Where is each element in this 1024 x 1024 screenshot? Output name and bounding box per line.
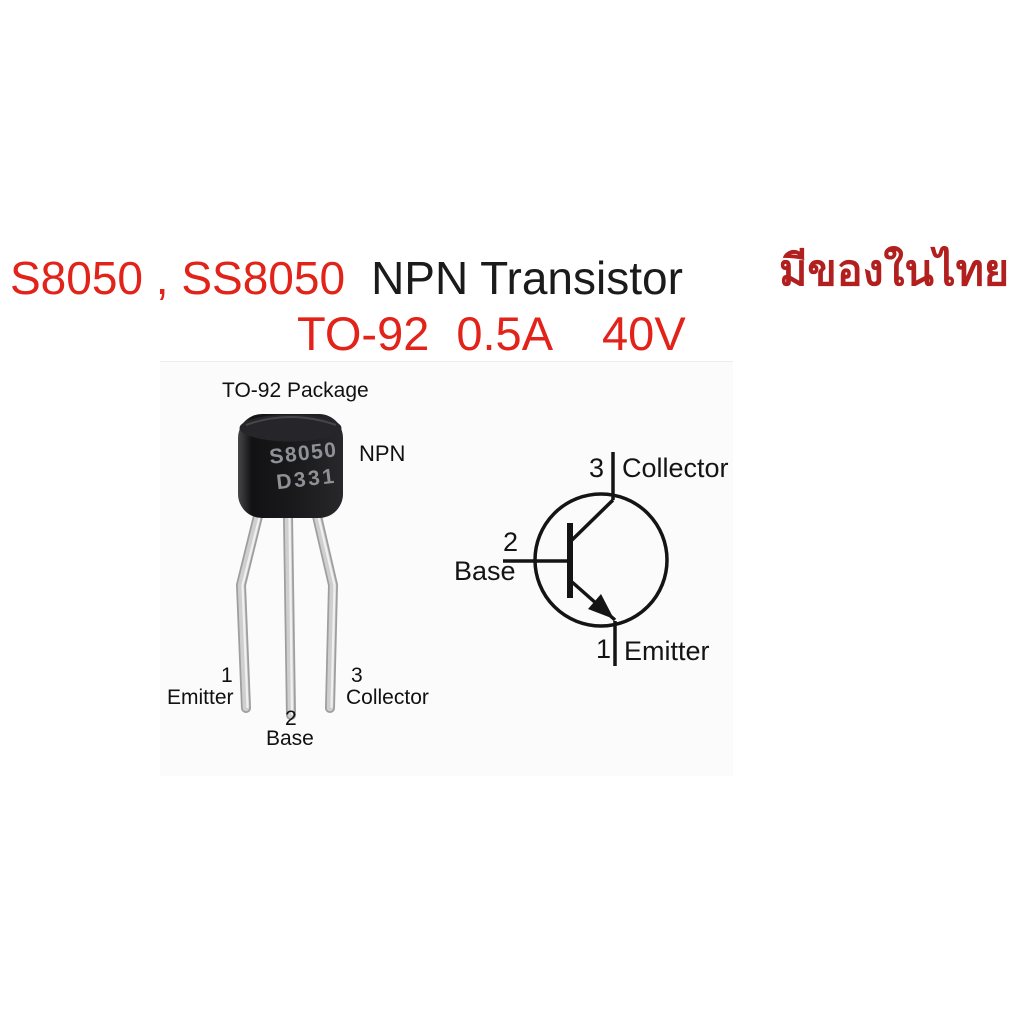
polarity-label: NPN [359,441,406,466]
page-title: S8050 , SS8050 NPN Transistor [10,251,683,305]
transistor-legs-photo [236,511,338,720]
spec-current: 0.5A [456,307,554,360]
part-numbers-text: S8050 , SS8050 [10,252,346,304]
emitter-arrowhead [588,594,614,619]
photo-pin2-name: Base [266,727,314,750]
photo-pin3-name: Collector [346,686,429,709]
schematic-pin1-number: 1 [596,634,612,664]
transistor-body-photo [238,414,343,518]
schematic-pin2-number: 2 [503,527,519,557]
leg-base [283,511,296,720]
package-marking: S8050 D331 [260,436,349,497]
photo-pin2-number: 2 [285,707,297,730]
npn-symbol-schematic [503,452,669,666]
thai-availability-note: มีของในไทย [779,246,1010,296]
schematic-pin2-name: Base [454,556,516,586]
collector-diagonal [570,498,615,542]
photo-pin1-number: 1 [221,664,233,687]
leg-collector [312,511,338,713]
spec-line: TO-92 0.5A 40V [297,306,686,361]
schematic-pin1-name: Emitter [624,636,710,666]
device-type-text: NPN Transistor [371,252,683,304]
schematic-pin3-name: Collector [622,453,729,483]
spec-voltage: 40V [602,307,686,360]
photo-caption: TO-92 Package [222,379,369,402]
schematic-pin3-number: 3 [589,453,605,483]
photo-pin3-number: 3 [351,664,363,687]
spec-package: TO-92 [297,307,430,360]
leg-emitter [236,511,263,713]
photo-pin1-name: Emitter [167,686,234,709]
